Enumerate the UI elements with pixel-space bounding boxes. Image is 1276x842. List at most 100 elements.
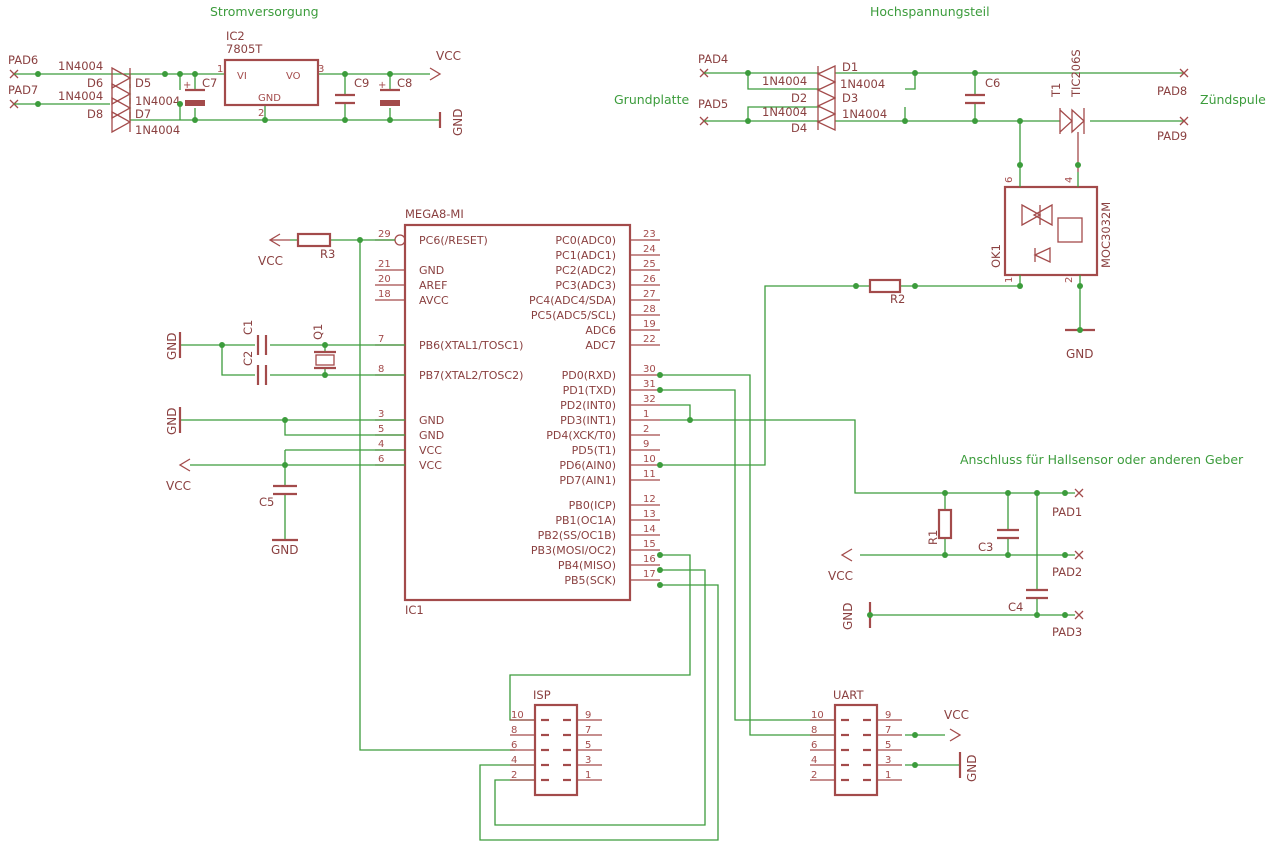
mcu-pin-label: VCC <box>419 459 442 472</box>
mcu-pin-number: 2 <box>643 424 649 435</box>
diode-part-label: 1N4004 <box>840 77 885 91</box>
mcu-pin-label: PD1(TXD) <box>563 384 616 397</box>
mcu-pin-number: 32 <box>643 394 656 405</box>
diode-part-label: 1N4004 <box>58 89 103 103</box>
diode-d6-label: D6 <box>87 76 103 90</box>
header-pin-number: 7 <box>585 725 591 736</box>
capacitor-c9-label: C9 <box>354 76 369 90</box>
mcu-pin-number: 4 <box>378 439 384 450</box>
vcc-arrow-icon <box>429 67 442 81</box>
mcu-pin-number: 9 <box>643 439 649 450</box>
optocoupler-ok1 <box>1003 121 1099 277</box>
mcu-pin-label: PD4(XCK/T0) <box>546 429 616 442</box>
mcu-pin-number: 1 <box>643 409 649 420</box>
mcu-pin-number: 25 <box>643 259 656 270</box>
mcu-pin-number: 10 <box>643 454 656 465</box>
diode-d2 <box>816 96 836 116</box>
diode-d5-label: D5 <box>135 76 151 90</box>
diode-part-label: 1N4004 <box>135 94 180 108</box>
diode-d1-label: D1 <box>842 60 858 74</box>
header-pin-number: 3 <box>585 755 591 766</box>
mcu-pin-number: 30 <box>643 364 656 375</box>
mcu-pin-number: 3 <box>378 409 384 420</box>
mcu-pin-label: PB1(OC1A) <box>555 514 616 527</box>
pad3-marker <box>1074 610 1084 620</box>
header-pin-number: 6 <box>511 740 517 751</box>
crystal-label: Q1 <box>311 324 325 340</box>
mcu-pin-label: PD5(T1) <box>572 444 616 457</box>
pad1-marker <box>1074 488 1084 498</box>
mcu-pin-label: PD2(INT0) <box>560 399 616 412</box>
diode-part-label: 1N4004 <box>135 123 180 137</box>
header-pin-number: 4 <box>511 755 517 766</box>
header-pin-number: 8 <box>811 725 817 736</box>
mcu-value: MEGA8-MI <box>405 207 464 221</box>
mcu-pin-label: PC3(ADC3) <box>555 279 616 292</box>
mcu-pin-label: PB2(SS/OC1B) <box>538 529 616 542</box>
vcc-label: VCC <box>828 569 853 583</box>
optocoupler-pin2: 2 <box>1064 277 1075 283</box>
pad7-label: PAD7 <box>8 83 38 97</box>
mcu-pin-label: GND <box>419 414 444 427</box>
resistor-r2-label: R2 <box>890 292 905 306</box>
vcc-arrow-icon <box>949 728 962 742</box>
mcu-pin-label: PC1(ADC1) <box>555 249 616 262</box>
header-pin-number: 1 <box>585 770 591 781</box>
regulator-name: IC2 <box>226 29 245 43</box>
diode-part-label: 1N4004 <box>58 59 103 73</box>
pad2-label: PAD2 <box>1052 565 1082 579</box>
mcu-pin-number: 26 <box>643 274 656 285</box>
capacitor-c3-label: C3 <box>978 540 993 554</box>
mcu-pin-number: 12 <box>643 494 656 505</box>
header-pin-number: 8 <box>511 725 517 736</box>
vcc-label: VCC <box>944 708 969 722</box>
mcu-pin-label: GND <box>419 429 444 442</box>
grundplatte-label: Grundplatte <box>614 92 689 107</box>
pad5-label: PAD5 <box>698 97 728 111</box>
mcu-pin-label: VCC <box>419 444 442 457</box>
header-pin-number: 7 <box>885 725 891 736</box>
mcu-pin-label: PD7(AIN1) <box>559 474 616 487</box>
gnd-label: GND <box>451 108 465 136</box>
mcu-pin-label: PC5(ADC5/SCL) <box>531 309 616 322</box>
mcu-pin-number: 7 <box>378 334 384 345</box>
mcu-pin-number: 19 <box>643 319 656 330</box>
regulator-pin2: 2 <box>258 108 264 119</box>
mcu-pin-number: 5 <box>378 424 384 435</box>
isp-label: ISP <box>533 688 551 702</box>
capacitor-c7-label: C7 <box>202 76 217 90</box>
capacitor-c7: + <box>183 80 205 106</box>
diode-d4-label: D4 <box>791 121 807 135</box>
pad8-marker <box>1179 68 1189 78</box>
mcu-pin-number: 13 <box>643 509 656 520</box>
mcu-pin-number: 15 <box>643 539 656 550</box>
mcu-pin-label: AREF <box>419 279 447 292</box>
mcu-pin-label: PB6(XTAL1/TOSC1) <box>419 339 523 352</box>
header-pin-number: 5 <box>585 740 591 751</box>
voltage-regulator-ic2: VI VO GND 1 2 3 <box>217 58 324 119</box>
capacitor-c8-label: C8 <box>397 76 412 90</box>
mcu-pin-label: PB7(XTAL2/TOSC2) <box>419 369 523 382</box>
mcu-pin-number: 18 <box>378 289 391 300</box>
optocoupler-pin6: 6 <box>1004 177 1015 183</box>
power-supply-title: Stromversorgung <box>210 4 319 19</box>
header-pin-number: 10 <box>811 710 824 721</box>
mcu-pin-label: PB3(MOSI/OC2) <box>531 544 616 557</box>
optocoupler-name: OK1 <box>989 244 1003 268</box>
mcu-pin-label: GND <box>419 264 444 277</box>
pad9-label: PAD9 <box>1157 129 1187 143</box>
mcu-pin-label: ADC7 <box>585 339 616 352</box>
capacitor-c6-label: C6 <box>985 76 1000 90</box>
header-pin-number: 1 <box>885 770 891 781</box>
mcu-pin-label: ADC6 <box>585 324 616 337</box>
triac-t1 <box>1059 108 1085 172</box>
gnd-label: GND <box>841 602 855 630</box>
triac-name: T1 <box>1049 83 1063 98</box>
header-pin-number: 5 <box>885 740 891 751</box>
triac-value: TIC206S <box>1069 49 1083 98</box>
capacitor-c5 <box>273 484 297 496</box>
header-pin-number: 6 <box>811 740 817 751</box>
gnd-label: GND <box>965 754 979 782</box>
